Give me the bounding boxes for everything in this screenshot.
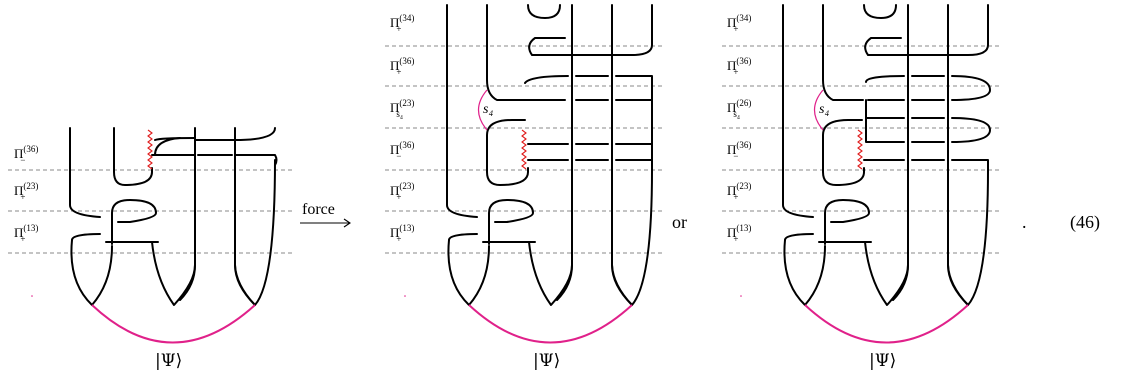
projector-label: Π(34)+ (390, 13, 414, 34)
state-boundary (91, 304, 256, 344)
bar-mid (527, 143, 653, 161)
panel-1-before: Π(36)− Π(23)+ Π(13)+ |Ψ⟩ (8, 127, 292, 371)
tree-right (947, 169, 989, 306)
tree-mid (151, 241, 196, 306)
tree-right (611, 169, 653, 306)
strand-1 (69, 127, 101, 218)
arrow-label: force (302, 201, 335, 218)
strand-5 (611, 4, 633, 306)
projector-label: Π(36)− (390, 140, 414, 161)
projector-label: Π(36)+ (727, 56, 751, 77)
tree-mid (528, 241, 573, 306)
projector-label: Π(36)− (14, 144, 38, 165)
bar-mid (151, 154, 278, 166)
bar-13 (784, 233, 872, 243)
strand-2 (822, 4, 864, 101)
dot-mark (31, 295, 33, 297)
tree-mid (864, 241, 909, 306)
projector-label: Π(36)+ (390, 56, 414, 77)
loop-36m (822, 119, 865, 186)
state-ket: |Ψ⟩ (533, 351, 560, 371)
arrow-head (343, 218, 351, 228)
strand-cap (113, 127, 153, 186)
strand-1 (446, 4, 478, 218)
s4-label: s₄ (819, 102, 829, 117)
bar-36 (524, 75, 653, 171)
strand-1 (782, 4, 814, 218)
state-boundary (804, 304, 969, 344)
projector-label: Π(13)+ (727, 223, 751, 244)
projector-label: Π(13)+ (14, 223, 38, 244)
projector-label: Π(26)s₄ (727, 98, 751, 119)
strand-5 (947, 4, 969, 306)
or-text: or (672, 212, 687, 232)
bar-13 (71, 233, 159, 243)
tree-left (783, 239, 826, 306)
projector-label: Π(23)s₄ (390, 98, 414, 119)
entangling-zigzag (857, 129, 863, 170)
strand-cup-23 (111, 199, 157, 245)
s4-arc (813, 89, 824, 131)
strand-6 (528, 4, 653, 56)
projector-label: Π(13)+ (390, 223, 414, 244)
s4-label: s₄ (483, 102, 493, 117)
cap-top (527, 4, 561, 19)
strand-4 (892, 4, 909, 301)
loop-26 (865, 99, 991, 143)
bar-13 (448, 233, 536, 243)
state-ket: |Ψ⟩ (155, 351, 182, 371)
dot-mark (740, 295, 742, 297)
dot-mark (404, 295, 406, 297)
entangling-zigzag (147, 129, 153, 170)
bar-top (154, 127, 276, 141)
cap-top (863, 4, 897, 19)
s4-arc (477, 89, 488, 131)
panel-2-first-option: Π(34)+ Π(36)+ Π(23)s₄ Π(36)− Π(23)+ Π(13… (385, 4, 664, 371)
projector-label: Π(23)+ (390, 181, 414, 202)
loop-36 (865, 75, 991, 101)
strand-3 (154, 137, 181, 156)
equation-number: (46) (1070, 212, 1100, 233)
cup-23 (488, 199, 534, 245)
projector-label: Π(23)+ (727, 181, 751, 202)
projector-label: Π(34)+ (727, 13, 751, 34)
projector-label: Π(23)+ (14, 181, 38, 202)
force-arrow: force (300, 201, 351, 228)
panel-3-second-option: Π(34)+ Π(36)+ Π(26)s₄ Π(36)− Π(23)+ Π(13… (722, 4, 1000, 371)
tree-right (234, 159, 276, 306)
tree-left (447, 239, 490, 306)
cup-23 (824, 199, 870, 245)
loop-36m (486, 119, 529, 186)
projector-label: Π(36)− (727, 140, 751, 161)
strand-2 (486, 4, 526, 101)
period: . (1022, 212, 1027, 232)
bar-mid (863, 159, 989, 171)
strand-6 (864, 4, 989, 56)
tree-left (70, 239, 113, 306)
entangling-zigzag (521, 129, 527, 170)
state-ket: |Ψ⟩ (869, 351, 896, 371)
strand-4 (556, 4, 573, 301)
state-boundary (468, 304, 633, 344)
